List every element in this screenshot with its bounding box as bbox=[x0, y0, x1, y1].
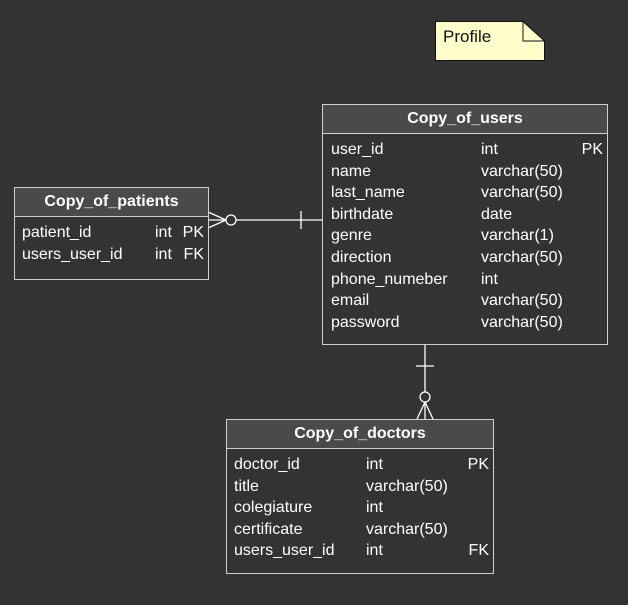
field-row: last_name varchar(50) bbox=[323, 182, 607, 204]
field-row: name varchar(50) bbox=[323, 161, 607, 183]
field-name: title bbox=[234, 477, 259, 495]
optional-circle bbox=[419, 391, 431, 403]
field-type: int bbox=[366, 456, 383, 473]
field-type: varchar(1) bbox=[481, 227, 554, 245]
entity-doctors[interactable]: Copy_of_doctors doctor_id int PK title v… bbox=[226, 419, 494, 574]
field-key: PK bbox=[182, 224, 204, 241]
note-label: Profile bbox=[443, 27, 492, 46]
note-shape bbox=[435, 21, 545, 61]
field-name: direction bbox=[331, 248, 392, 266]
field-row: phone_numeber int bbox=[323, 269, 607, 291]
field-name: genre bbox=[331, 227, 372, 245]
profile-note[interactable]: Profile bbox=[435, 21, 545, 61]
field-key: FK bbox=[183, 245, 204, 263]
field-type: int bbox=[481, 141, 498, 158]
field-type: int bbox=[366, 542, 383, 560]
entity-title: Copy_of_users bbox=[323, 105, 607, 134]
field-row: patient_id int PK bbox=[15, 222, 208, 244]
field-type: varchar(50) bbox=[481, 184, 563, 202]
field-type: int bbox=[155, 224, 172, 241]
field-list: patient_id int PK users_user_id int FK bbox=[15, 217, 208, 265]
field-name: birthdate bbox=[331, 205, 394, 223]
crow-foot-left bbox=[416, 401, 426, 420]
field-type: int bbox=[481, 270, 498, 288]
field-type: date bbox=[481, 205, 513, 223]
optional-circle bbox=[225, 214, 237, 226]
field-name: user_id bbox=[331, 141, 384, 158]
field-name: name bbox=[331, 162, 372, 180]
field-type: varchar(50) bbox=[481, 292, 563, 310]
field-row: direction varchar(50) bbox=[323, 247, 607, 269]
entity-patients[interactable]: Copy_of_patients patient_id int PK users… bbox=[14, 187, 209, 280]
field-name: password bbox=[331, 313, 400, 331]
field-row: title varchar(50) bbox=[227, 476, 493, 498]
entity-title: Copy_of_doctors bbox=[227, 420, 493, 449]
relation-users-doctors bbox=[416, 344, 434, 420]
field-type: int bbox=[366, 499, 383, 517]
field-key: PK bbox=[467, 456, 489, 473]
entity-title: Copy_of_patients bbox=[15, 188, 208, 217]
field-row: password varchar(50) bbox=[323, 312, 607, 334]
field-key: FK bbox=[468, 542, 489, 560]
field-row: genre varchar(1) bbox=[323, 225, 607, 247]
field-type: int bbox=[155, 245, 172, 263]
field-row: users_user_id int FK bbox=[227, 540, 493, 562]
field-name: email bbox=[331, 292, 370, 310]
field-name: users_user_id bbox=[22, 245, 123, 263]
field-name: users_user_id bbox=[234, 542, 335, 560]
relation-patients-users bbox=[207, 211, 322, 229]
field-row: colegiature int bbox=[227, 497, 493, 519]
field-key: PK bbox=[581, 141, 603, 158]
field-row: doctor_id int PK bbox=[227, 454, 493, 476]
field-type: varchar(50) bbox=[481, 162, 563, 180]
crow-foot-right bbox=[424, 401, 434, 420]
crow-foot-upper bbox=[207, 211, 227, 221]
field-row: email varchar(50) bbox=[323, 290, 607, 312]
field-name: phone_numeber bbox=[331, 270, 448, 288]
field-row: user_id int PK bbox=[323, 139, 607, 161]
field-name: colegiature bbox=[234, 499, 313, 517]
entity-users[interactable]: Copy_of_users user_id int PK name varcha… bbox=[322, 104, 608, 345]
field-name: certificate bbox=[234, 520, 303, 538]
field-name: last_name bbox=[331, 184, 405, 202]
field-type: varchar(50) bbox=[366, 520, 448, 538]
field-type: varchar(50) bbox=[366, 477, 448, 495]
field-type: varchar(50) bbox=[481, 313, 563, 331]
crow-foot-lower bbox=[207, 219, 227, 229]
field-name: doctor_id bbox=[234, 456, 300, 473]
field-list: doctor_id int PK title varchar(50) coleg… bbox=[227, 449, 493, 562]
field-row: users_user_id int FK bbox=[15, 244, 208, 266]
field-row: certificate varchar(50) bbox=[227, 519, 493, 541]
field-row: birthdate date bbox=[323, 204, 607, 226]
field-list: user_id int PK name varchar(50) last_nam… bbox=[323, 134, 607, 333]
field-type: varchar(50) bbox=[481, 248, 563, 266]
field-name: patient_id bbox=[22, 224, 92, 241]
